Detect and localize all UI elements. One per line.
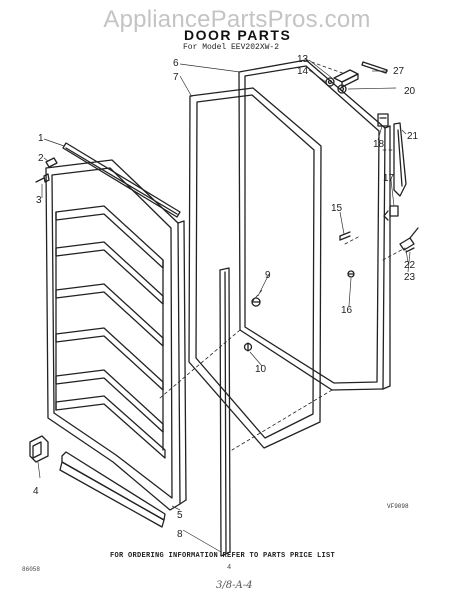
callout-7: 7 <box>173 72 179 83</box>
callout-8: 8 <box>177 529 183 540</box>
callout-9: 9 <box>265 270 271 281</box>
switch-part-18 <box>377 113 389 127</box>
callout-10: 10 <box>255 364 267 375</box>
bushing-part-14 <box>325 77 335 87</box>
model-subtitle: For Model EEV202XW-2 <box>183 43 280 52</box>
screw-part-3 <box>35 173 50 183</box>
diagram-code: VF9098 <box>387 503 409 510</box>
handwritten-note: 3/8-A-4 <box>216 580 253 591</box>
bracket-part-22 <box>399 227 419 251</box>
breaker-strip <box>219 267 231 557</box>
strip-part-27 <box>361 61 388 74</box>
bottom-trim-strip <box>59 451 166 528</box>
bushing-part-20 <box>337 84 347 94</box>
callout-21: 21 <box>407 131 419 142</box>
door-gasket <box>188 87 322 449</box>
callout-1: 1 <box>38 133 44 144</box>
callout-15: 15 <box>331 203 343 214</box>
outer-door-panel <box>238 59 391 391</box>
callout-23: 23 <box>404 272 416 283</box>
screw-part-16 <box>347 270 355 278</box>
callout-27: 27 <box>393 66 405 77</box>
callout-6: 6 <box>173 58 179 69</box>
ordering-info-note: FOR ORDERING INFORMATION REFER TO PARTS … <box>110 552 336 560</box>
callout-2: 2 <box>38 153 44 164</box>
callout-16: 16 <box>341 305 353 316</box>
callout-3: 3 <box>36 195 42 206</box>
hinge-part-13 <box>333 69 359 88</box>
screw-part-9 <box>251 297 261 307</box>
callout-17: 17 <box>383 173 395 184</box>
plug-part-10 <box>243 342 253 352</box>
callout-14: 14 <box>297 66 309 77</box>
cam-part-17 <box>383 205 399 221</box>
callout-13: 13 <box>297 54 309 65</box>
catalog-code: 86058 <box>22 566 41 573</box>
callout-18: 18 <box>373 139 385 150</box>
diagram-title: DOOR PARTS <box>184 27 292 43</box>
handle-part-4 <box>29 435 49 463</box>
callout-20: 20 <box>404 86 416 97</box>
callout-22: 22 <box>404 260 416 271</box>
page-number: 4 <box>227 564 232 572</box>
inner-door-liner <box>45 159 187 511</box>
callout-5: 5 <box>177 510 183 521</box>
watermark: AppliancePartsPros.com <box>103 6 371 33</box>
latch-part-21 <box>393 122 407 197</box>
clip-part-2 <box>45 157 58 168</box>
bracket-part-23 <box>405 247 415 253</box>
top-trim-strip <box>62 142 181 218</box>
callout-4: 4 <box>33 486 39 497</box>
pin-part-15 <box>339 231 351 241</box>
